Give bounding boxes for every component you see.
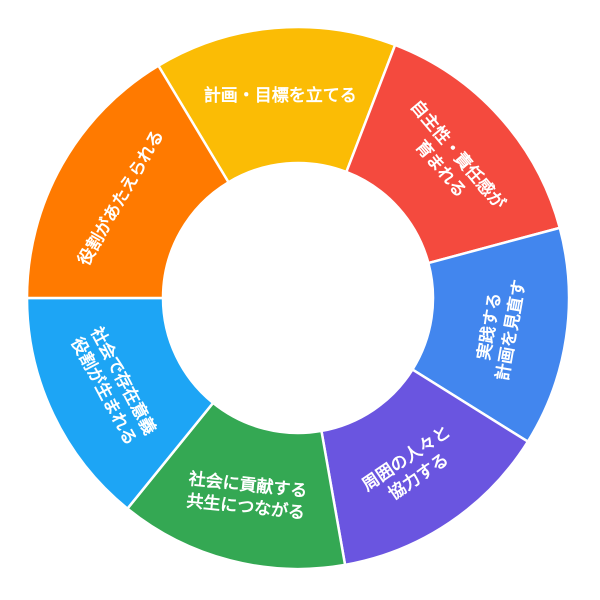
segment-3: 実践する計画を見直す bbox=[411, 226, 571, 443]
segment-wedge bbox=[320, 368, 530, 567]
segment-6: 社会で存在意義役割が生まれる bbox=[25, 296, 215, 510]
segment-wedge bbox=[25, 64, 230, 300]
segment-2: 自主性・責任感が育まれる bbox=[345, 43, 562, 265]
segment-7: 役割があたえられる bbox=[25, 64, 230, 300]
segment-wedge bbox=[345, 43, 562, 265]
segment-wedge bbox=[411, 226, 571, 443]
segment-label-line: 計画・目標を立てる bbox=[204, 85, 357, 106]
segment-wedge bbox=[25, 296, 215, 510]
segment-1: 計画・目標を立てる bbox=[157, 25, 397, 184]
segment-label: 計画・目標を立てる bbox=[204, 85, 357, 106]
segment-4: 周囲の人々と協力する bbox=[320, 368, 530, 567]
segment-wedge bbox=[126, 401, 347, 571]
segment-wedge bbox=[157, 25, 397, 184]
segment-5: 社会に貢献する共生につながる bbox=[126, 401, 347, 571]
